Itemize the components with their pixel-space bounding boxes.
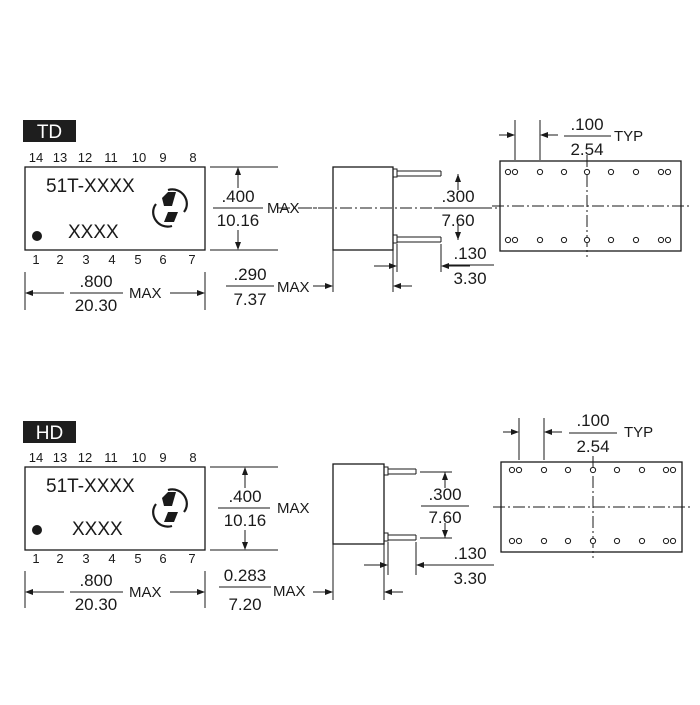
- pin-number: 11: [104, 150, 118, 165]
- pin-number: 2: [56, 551, 63, 566]
- pin-number: 10: [132, 450, 146, 465]
- pin-number: 1: [32, 252, 39, 267]
- width-suffix: MAX: [273, 583, 306, 600]
- row-spacing-inch: .300: [428, 485, 461, 504]
- pin-number: 5: [134, 551, 141, 566]
- pin-number: 1: [32, 551, 39, 566]
- pin-number: 8: [189, 150, 196, 165]
- pin-number: 7: [188, 252, 195, 267]
- width-suffix: MAX: [277, 279, 310, 296]
- height-inch: .400: [221, 187, 254, 206]
- width-mm: 7.20: [228, 595, 261, 614]
- length-mm: 20.30: [75, 296, 118, 315]
- pin-number: 10: [132, 150, 146, 165]
- pin-number: 14: [29, 150, 43, 165]
- variant-td: TD 14 13 12 11 10 9 8 51T-XXXX XXXX 1 2 …: [23, 115, 690, 315]
- variant-hd: HD 14 13 12 11 10 9 8 51T-XXXX XXXX 1 2 …: [23, 411, 690, 614]
- bottom-view-body: [499, 160, 682, 252]
- pin-number: 13: [53, 450, 67, 465]
- pin-number: 3: [82, 551, 89, 566]
- width-inch: 0.283: [224, 566, 267, 585]
- pin-holes-top-row: [504, 168, 672, 176]
- pin-number: 12: [78, 150, 92, 165]
- variant-tag: HD: [36, 423, 63, 444]
- pin-number: 6: [159, 252, 166, 267]
- row-spacing-mm: 7.60: [441, 211, 474, 230]
- variant-tag: TD: [37, 122, 62, 143]
- pin-number: 7: [188, 551, 195, 566]
- date-code: XXXX: [72, 519, 123, 540]
- length-inch: .800: [79, 571, 112, 590]
- part-number: 51T-XXXX: [46, 476, 135, 497]
- pin-number: 5: [134, 252, 141, 267]
- pin-number: 11: [104, 450, 118, 465]
- lead-length-mm: 3.30: [453, 569, 486, 588]
- pin-number: 8: [189, 450, 196, 465]
- pin-number: 9: [159, 450, 166, 465]
- length-suffix: MAX: [129, 285, 162, 302]
- length-suffix: MAX: [129, 584, 162, 601]
- pin-number: 14: [29, 450, 43, 465]
- row-spacing-inch: .300: [441, 187, 474, 206]
- length-mm: 20.30: [75, 595, 118, 614]
- variant-tag-box: [23, 120, 76, 142]
- lead-length-inch: .130: [453, 244, 486, 263]
- lead-length-inch: .130: [453, 544, 486, 563]
- length-inch: .800: [79, 272, 112, 291]
- pitch-inch: .100: [576, 411, 609, 430]
- top-view-body: [24, 166, 206, 251]
- pin-number: 3: [82, 252, 89, 267]
- pitch-suffix: TYP: [614, 128, 643, 145]
- pitch-suffix: TYP: [624, 424, 653, 441]
- pitch-inch: .100: [570, 115, 603, 134]
- side-view-body: [332, 463, 385, 545]
- pin-holes-bottom-row: [504, 236, 672, 244]
- height-mm: 10.16: [224, 511, 267, 530]
- width-inch: .290: [233, 265, 266, 284]
- pin-number: 12: [78, 450, 92, 465]
- pin-number: 4: [108, 252, 115, 267]
- row-spacing-mm: 7.60: [428, 508, 461, 527]
- pin-holes-top-row: [508, 466, 677, 474]
- variant-tag-box: [23, 421, 76, 443]
- pin1-marker: [32, 525, 42, 535]
- pin-number: 6: [159, 551, 166, 566]
- pin-number: 9: [159, 150, 166, 165]
- date-code: XXXX: [68, 222, 119, 243]
- pin-number: 13: [53, 150, 67, 165]
- height-mm: 10.16: [217, 211, 260, 230]
- pin1-marker: [32, 231, 42, 241]
- pin-number: 2: [56, 252, 63, 267]
- pin-holes-bottom-row: [508, 537, 677, 545]
- height-suffix: MAX: [277, 500, 310, 517]
- pitch-mm: 2.54: [570, 140, 603, 159]
- height-inch: .400: [228, 487, 261, 506]
- width-mm: 7.37: [233, 290, 266, 309]
- pin-number: 4: [108, 551, 115, 566]
- top-view-body: [24, 466, 206, 551]
- bottom-view-body: [500, 461, 683, 553]
- pitch-mm: 2.54: [576, 437, 609, 456]
- lead-length-mm: 3.30: [453, 269, 486, 288]
- part-number: 51T-XXXX: [46, 176, 135, 197]
